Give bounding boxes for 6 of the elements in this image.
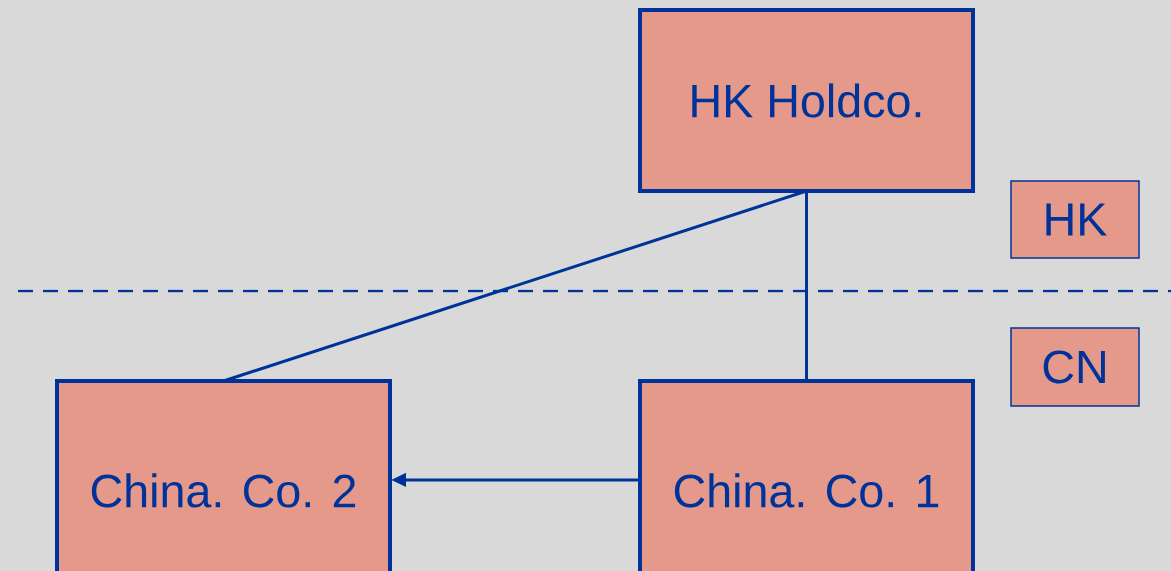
entity-box: China. Co. 2	[55, 379, 392, 571]
entity-box: HK	[1010, 180, 1140, 259]
connector	[805, 191, 808, 381]
entity-box: China. Co. 1	[638, 379, 975, 571]
entity-box: CN	[1010, 327, 1140, 407]
entity-box: HK Holdco.	[638, 8, 975, 193]
